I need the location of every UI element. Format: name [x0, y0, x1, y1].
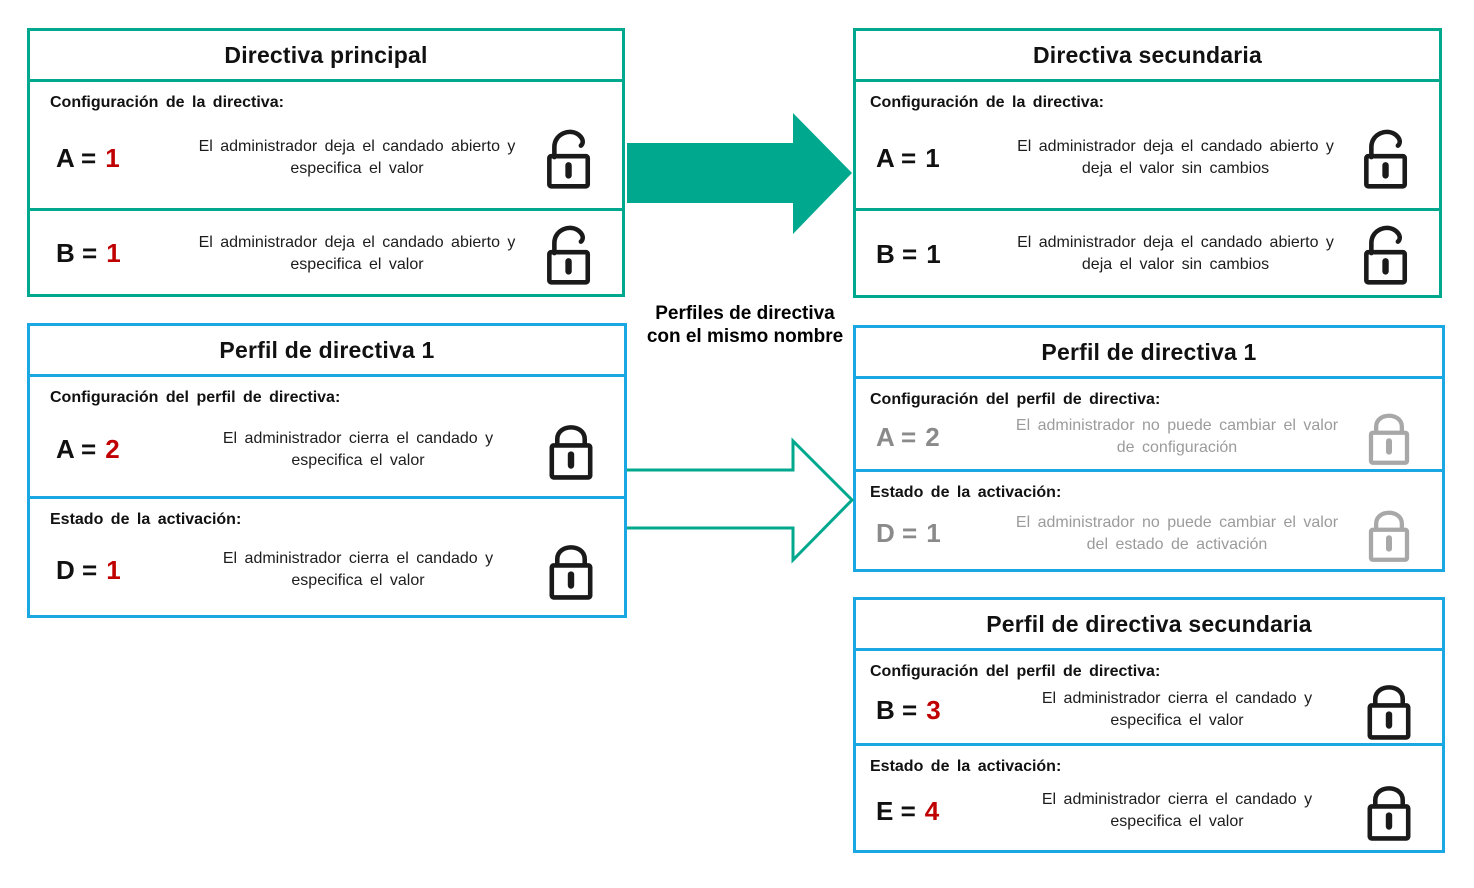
box-title: Directiva secundaria	[856, 31, 1439, 82]
setting-value: 4	[924, 795, 940, 826]
setting-variable: B =3	[876, 694, 941, 725]
open-padlock-icon	[530, 222, 608, 286]
closed-padlock-icon	[1350, 407, 1428, 467]
settings-label: Configuración del perfil de directiva:	[50, 389, 341, 406]
profile-setting-section: Configuración del perfil de directiva: A…	[30, 377, 624, 496]
setting-description: El administrador cierra el candado y esp…	[1041, 690, 1313, 729]
setting-description: El administrador deja el candado abierto…	[198, 138, 516, 177]
setting-variable: D =1	[876, 518, 941, 548]
setting-description: El administrador deja el candado abierto…	[1017, 138, 1334, 177]
box-title: Perfil de directiva 1	[856, 328, 1442, 379]
setting-description: El administrador cierra el candado y esp…	[1041, 791, 1313, 830]
activation-status-label: Estado de la activación:	[870, 484, 1062, 501]
setting-variable: E =4	[876, 795, 940, 826]
setting-value: 1	[106, 554, 121, 585]
arrow-caption: Perfiles de directiva con el mismo nombr…	[622, 303, 868, 349]
setting-variable: B =1	[56, 238, 121, 268]
setting-value: 2	[925, 421, 940, 452]
settings-label: Configuración de la directiva:	[870, 94, 1104, 111]
closed-padlock-icon	[532, 538, 610, 602]
setting-value: 1	[925, 142, 940, 173]
setting-variable: A =2	[56, 434, 120, 464]
closed-padlock-icon	[1350, 779, 1428, 843]
setting-value: 1	[926, 518, 941, 548]
child-policy-box: Directiva secundaria Configuración de la…	[853, 28, 1442, 298]
setting-variable: A =1	[56, 142, 120, 173]
open-padlock-icon	[530, 126, 608, 190]
setting-description: El administrador no puede cambiar el val…	[1015, 513, 1339, 553]
setting-value: 1	[926, 238, 941, 269]
profile-inheritance-arrow-icon	[627, 437, 855, 564]
closed-padlock-icon	[532, 418, 610, 482]
setting-description: El administrador no puede cambiar el val…	[1015, 417, 1339, 456]
inherited-policy-profile-1-box: Perfil de directiva 1 Configuración del …	[853, 325, 1445, 572]
setting-value: 2	[105, 434, 120, 464]
closed-padlock-icon	[1350, 678, 1428, 742]
setting-value: 3	[926, 694, 941, 725]
activation-status-label: Estado de la activación:	[870, 758, 1062, 775]
setting-description: El administrador cierra el candado y esp…	[222, 429, 494, 469]
policy-setting-section: Configuración de la directiva: A =1 El a…	[30, 82, 622, 208]
setting-value: 1	[105, 142, 120, 173]
policy-setting-section: B =1 El administrador deja el candado ab…	[856, 208, 1439, 295]
arrow-caption-line1: Perfiles de directiva	[655, 303, 835, 324]
policy-profile-1-box: Perfil de directiva 1 Configuración del …	[27, 323, 627, 618]
setting-value: 1	[106, 238, 121, 268]
child-policy-profile-box: Perfil de directiva secundaria Configura…	[853, 597, 1445, 853]
box-title: Perfil de directiva secundaria	[856, 600, 1442, 651]
profile-setting-section: Configuración del perfil de directiva: A…	[856, 379, 1442, 469]
setting-variable: D =1	[56, 554, 121, 585]
setting-variable: A =1	[876, 142, 940, 173]
open-padlock-icon	[1347, 222, 1425, 286]
activation-status-section: Estado de la activación: D =1 El adminis…	[30, 496, 624, 615]
main-policy-box: Directiva principal Configuración de la …	[27, 28, 625, 297]
box-title: Perfil de directiva 1	[30, 326, 624, 377]
setting-description: El administrador deja el candado abierto…	[198, 233, 516, 273]
settings-label: Configuración de la directiva:	[50, 94, 284, 111]
activation-status-section: Estado de la activación: E =4 El adminis…	[856, 743, 1442, 850]
setting-description: El administrador cierra el candado y esp…	[222, 550, 494, 589]
setting-variable: A =2	[876, 421, 940, 452]
activation-status-label: Estado de la activación:	[50, 511, 242, 528]
settings-label: Configuración del perfil de directiva:	[870, 663, 1161, 680]
settings-label: Configuración del perfil de directiva:	[870, 391, 1161, 408]
box-title: Directiva principal	[30, 31, 622, 82]
policy-setting-section: B =1 El administrador deja el candado ab…	[30, 208, 622, 294]
setting-description: El administrador deja el candado abierto…	[1017, 234, 1334, 273]
policy-inheritance-arrow-icon	[627, 113, 852, 234]
activation-status-section: Estado de la activación: D =1 El adminis…	[856, 469, 1442, 569]
closed-padlock-icon	[1350, 504, 1428, 564]
profile-setting-section: Configuración del perfil de directiva: B…	[856, 651, 1442, 743]
open-padlock-icon	[1347, 126, 1425, 190]
policy-setting-section: Configuración de la directiva: A =1 El a…	[856, 82, 1439, 208]
arrow-caption-line2: con el mismo nombre	[646, 325, 844, 347]
setting-variable: B =1	[876, 238, 941, 269]
